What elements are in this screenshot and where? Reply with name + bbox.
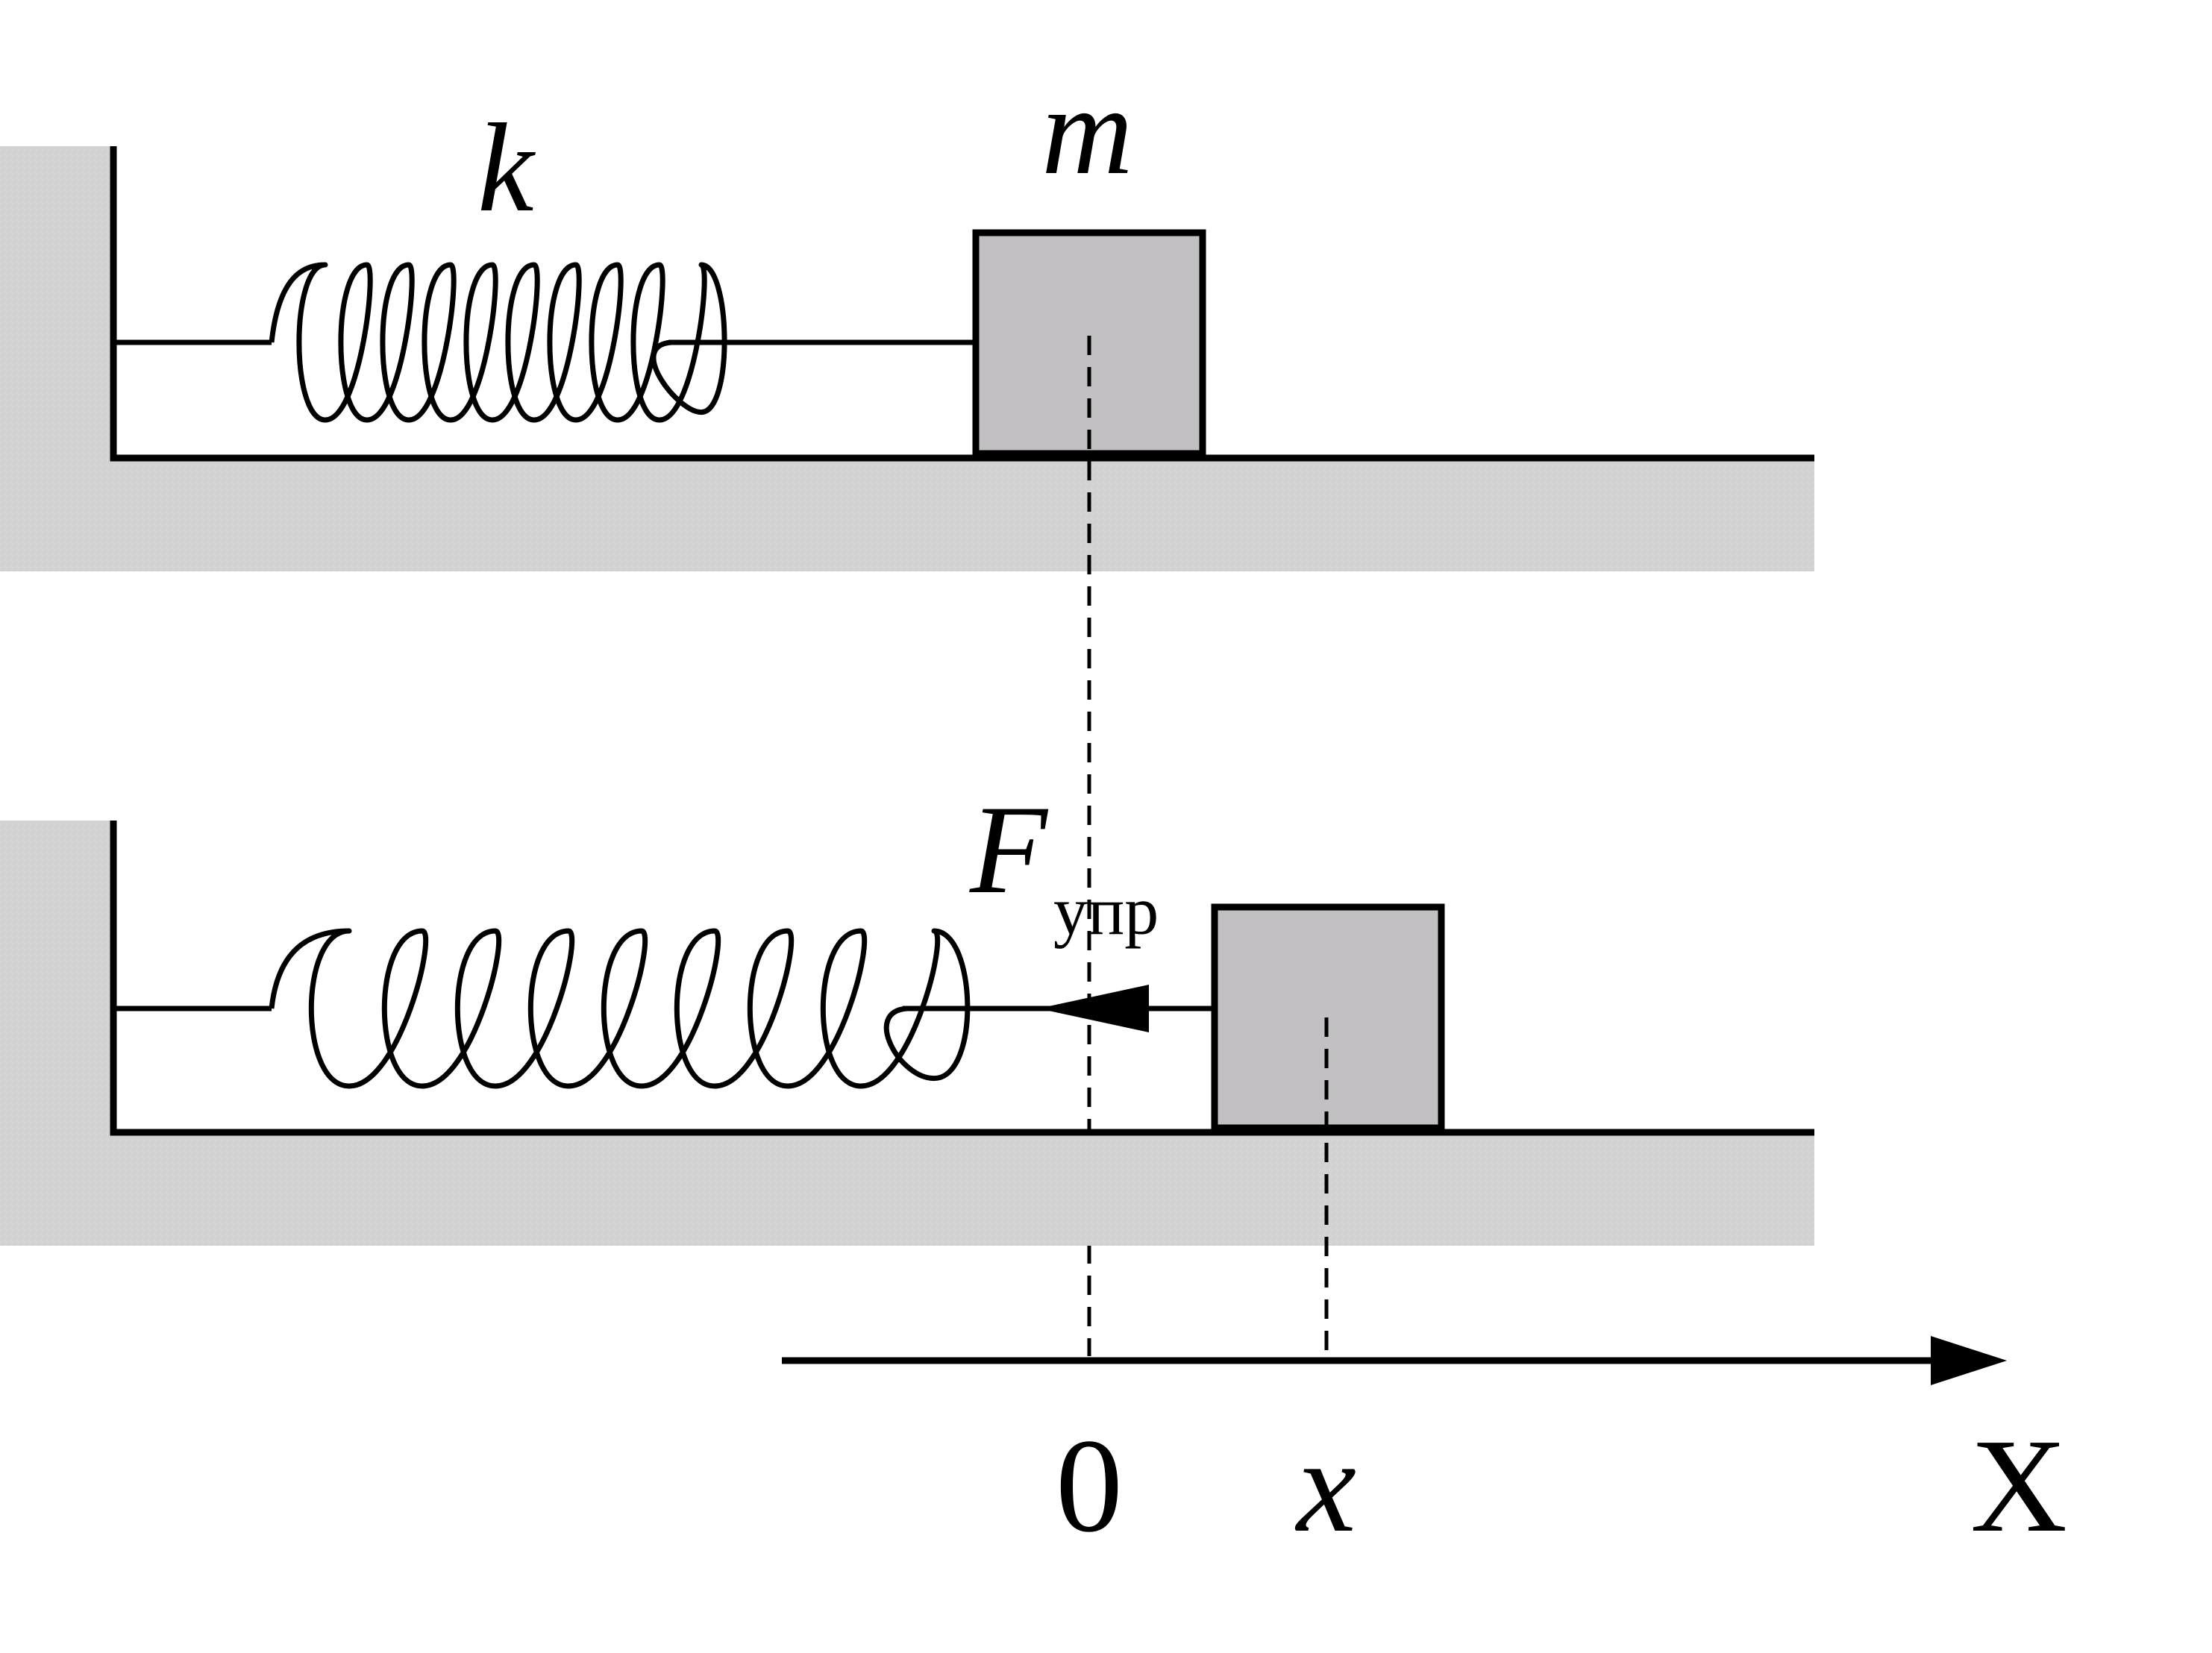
bottom-spring-coil [269, 928, 971, 1089]
top-spring-coil [269, 262, 727, 423]
bottom-wall-and-floor [110, 821, 1814, 1136]
spring-constant-label: k [477, 98, 536, 238]
bottom-system: F упр [0, 780, 1814, 1356]
origin-label: 0 [1056, 1411, 1123, 1560]
force-subscript: упр [1053, 873, 1159, 949]
axis-label: X [1970, 1411, 2067, 1560]
force-symbol: F [969, 780, 1049, 920]
x-axis: 0 x X [782, 1336, 2067, 1560]
top-ground [0, 146, 1814, 571]
force-arrowhead [1038, 985, 1149, 1032]
top-system: k m [0, 60, 1814, 1356]
bottom-ground [0, 821, 1814, 1246]
displacement-label: x [1294, 1411, 1356, 1560]
mass-label: m [1041, 60, 1133, 201]
x-axis-arrowhead [1931, 1336, 2007, 1385]
force-label: F [969, 780, 1049, 920]
top-wall-and-floor [110, 146, 1814, 462]
